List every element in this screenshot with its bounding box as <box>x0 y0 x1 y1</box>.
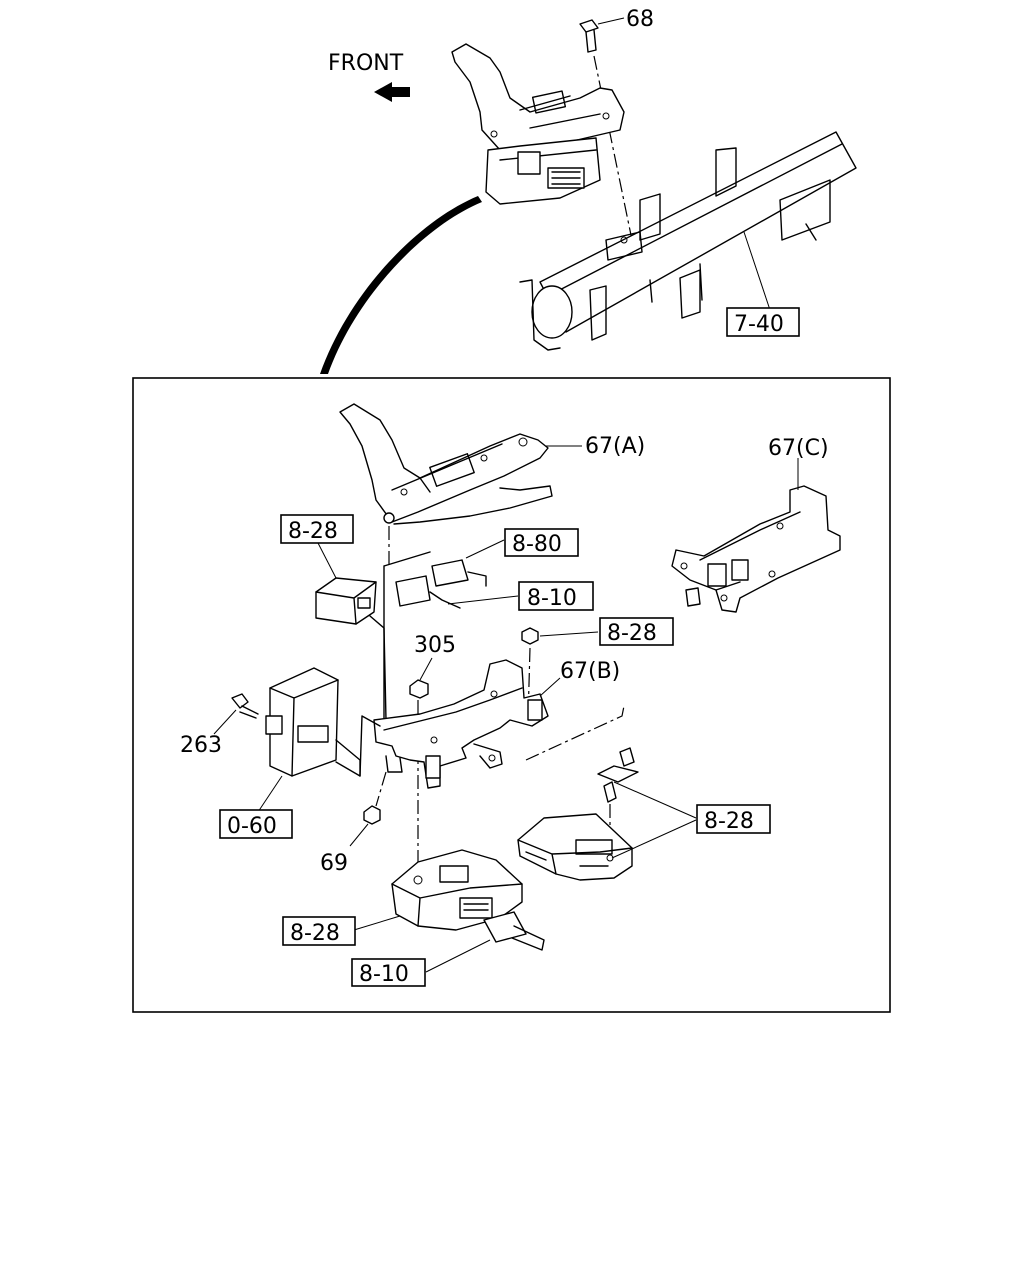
label-8-28-c: 8-28 <box>290 921 340 946</box>
label-67b: 67(B) <box>560 659 620 684</box>
bracket-67b <box>373 659 625 789</box>
module-0-60 <box>265 667 381 777</box>
label-8-28-a: 8-28 <box>288 519 338 544</box>
leader-0-60 <box>257 775 283 813</box>
ref-box-7-40 <box>726 307 800 337</box>
leader-68 <box>597 17 625 25</box>
label-8-28-d: 8-28 <box>704 809 754 834</box>
leader-7-40 <box>743 231 771 311</box>
leader-8-28-a <box>317 542 337 579</box>
label-8-28-b: 8-28 <box>607 621 657 646</box>
leader-305 <box>419 657 433 681</box>
detail-frame <box>132 377 891 1013</box>
label-8-10-a: 8-10 <box>527 586 577 611</box>
leader-263 <box>213 709 237 735</box>
label-305: 305 <box>414 633 456 658</box>
bolt-68 <box>579 19 633 241</box>
label-0-60: 0-60 <box>227 814 277 839</box>
bracket-67c <box>671 485 841 613</box>
front-label: FRONT <box>328 51 404 76</box>
nut-69 <box>363 771 387 825</box>
ref-box-8-10-b <box>351 958 426 987</box>
label-8-80: 8-80 <box>512 532 562 557</box>
ref-box-0-60 <box>219 809 293 839</box>
label-67a: 67(A) <box>585 434 645 459</box>
ref-box-8-80 <box>504 528 579 557</box>
label-8-10-b: 8-10 <box>359 962 409 987</box>
screw-column-top <box>383 512 395 566</box>
ref-box-8-28-b <box>599 617 674 646</box>
label-7-40: 7-40 <box>734 312 784 337</box>
connector-8-10-upper <box>383 551 461 721</box>
label-69: 69 <box>320 851 348 876</box>
front-arrow-icon <box>374 82 410 102</box>
ref-box-8-28-c <box>282 916 356 946</box>
module-8-28-right <box>517 813 633 881</box>
label-263: 263 <box>180 733 222 758</box>
cross-beam <box>519 131 857 351</box>
label-67c: 67(C) <box>768 436 829 461</box>
detail-pointer-curve <box>320 196 482 374</box>
leader-8-28-d2 <box>611 819 697 859</box>
leader-8-28-b <box>539 631 599 637</box>
bolt-263 <box>231 693 259 719</box>
leader-8-28-c <box>353 915 401 931</box>
bracket-assembly-top <box>451 43 625 205</box>
connector-8-10-lower <box>483 911 545 951</box>
label-68: 68 <box>626 7 654 32</box>
leader-67b <box>539 677 561 697</box>
ref-box-8-10-a <box>518 581 594 611</box>
connector-8-80 <box>431 559 487 587</box>
bracket-67a <box>339 403 553 525</box>
module-8-28-lower <box>391 849 523 931</box>
leader-8-28-d1 <box>613 781 697 819</box>
leader-8-10-b <box>425 939 491 973</box>
ref-box-8-28-a <box>280 514 354 544</box>
leader-69 <box>349 823 369 847</box>
leader-8-10-a <box>447 595 519 605</box>
leader-8-80 <box>465 539 505 559</box>
ref-box-8-28-d <box>696 804 771 834</box>
